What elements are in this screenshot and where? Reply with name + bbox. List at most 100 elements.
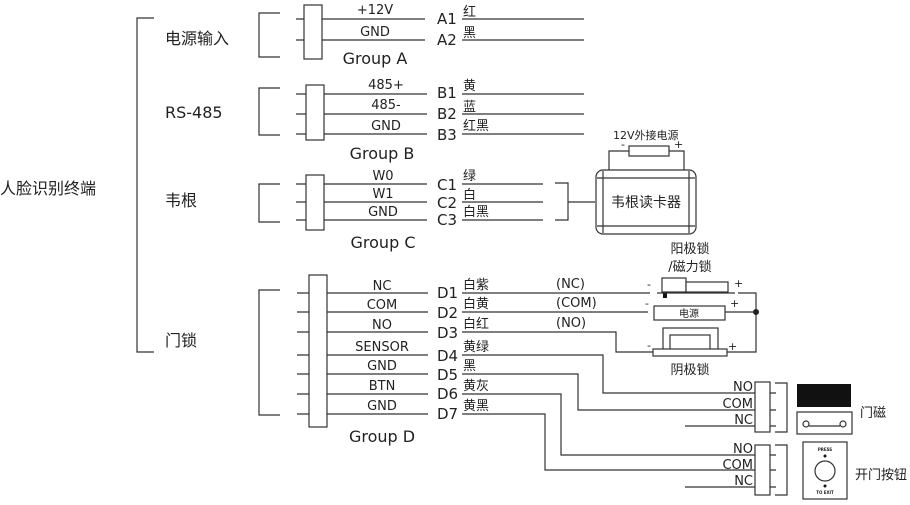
sensor-terminal-block	[754, 381, 771, 433]
pin-code: C2	[437, 194, 457, 212]
pin-code: D4	[437, 347, 458, 365]
reader-box	[595, 169, 697, 235]
reader-power-label: 12V外接电源	[613, 128, 679, 142]
group-b-title: RS-485	[165, 103, 223, 122]
pin-signal: GND	[368, 205, 398, 220]
anode-lock-label: 阳极锁	[670, 241, 709, 257]
pin-label: COM	[722, 458, 753, 473]
pin-code: A2	[437, 31, 457, 49]
wire-color: 绿	[463, 169, 476, 184]
wire-color: 白	[463, 187, 476, 203]
pin-signal: W1	[372, 187, 393, 202]
group-label: Group B	[350, 144, 415, 163]
terminal-block-a	[303, 4, 323, 60]
door-sensor-label: 门磁	[860, 406, 886, 421]
wiegand-reader: 12V外接电源 - + 韦根读卡器	[595, 128, 697, 235]
pin-signal: GND	[371, 119, 401, 134]
pin-label: NC	[734, 413, 753, 428]
wire-color: 黑	[463, 359, 476, 374]
plus-sign: +	[728, 340, 737, 353]
pin-code: A1	[437, 10, 457, 28]
pin-label: NO	[733, 380, 753, 395]
wire-color: 黄灰	[463, 379, 489, 394]
pin-code: D6	[437, 385, 458, 403]
pin-code: C3	[437, 211, 457, 229]
button-terminal-block	[754, 444, 771, 496]
cathode-lock-icon	[652, 327, 728, 357]
wire-color: 红	[463, 4, 476, 20]
pin-code: B2	[437, 105, 457, 123]
plus-sign: +	[674, 138, 683, 151]
lock-wiring: (NC) (COM) (NO) 阳极锁 /磁力锁 - + 电源 - + - + …	[556, 241, 759, 378]
com-label: (COM)	[556, 296, 597, 311]
pin-code: C1	[437, 176, 457, 194]
pin-signal: GND	[367, 399, 397, 414]
minus-sign: -	[647, 278, 651, 291]
group-a-title: 电源输入	[165, 29, 229, 48]
group-c-title: 韦根	[165, 191, 197, 210]
pin-signal: NO	[372, 318, 392, 333]
no-label: (NO)	[556, 316, 586, 331]
pin-signal: NC	[373, 279, 392, 294]
terminal-label: 人脸识别终端	[0, 179, 96, 198]
door-sensor: NO COM NC 门磁	[722, 380, 886, 435]
group-c: 韦根 W0 W1 GND C1 C2 C3 绿 白 白黑 Group C	[165, 169, 595, 252]
pin-signal: SENSOR	[355, 340, 409, 355]
pin-signal: +12V	[357, 3, 393, 18]
pin-code: D3	[437, 324, 458, 342]
button-icon	[814, 460, 836, 482]
terminal-block-d	[308, 274, 328, 428]
group-label: Group D	[349, 427, 415, 446]
pin-signal: BTN	[369, 379, 396, 394]
main-bracket	[136, 17, 154, 353]
minus-sign: -	[621, 138, 625, 151]
wire-color: 白黑	[463, 204, 489, 220]
power-supply-label: 电源	[679, 307, 699, 320]
group-label: Group C	[351, 233, 416, 252]
magnet-icon	[797, 384, 851, 407]
anode-lock-icon	[657, 277, 735, 298]
pin-label: COM	[722, 397, 753, 412]
pin-code: D1	[437, 284, 458, 302]
junction-dot	[753, 309, 759, 315]
group-a: 电源输入 +12V GND A1 A2 红 黑 Group A	[165, 3, 584, 68]
power-supply-box	[653, 305, 726, 321]
wire-color: 黄绿	[463, 340, 489, 355]
plus-sign: +	[734, 277, 743, 290]
pin-code: D5	[437, 366, 458, 384]
group-label: Group A	[343, 49, 408, 68]
pin-signal: 485-	[371, 98, 401, 113]
pin-signal: 485+	[368, 78, 404, 93]
pin-signal: GND	[367, 359, 397, 374]
wire-color: 黄黑	[463, 399, 489, 414]
group-d-title: 门锁	[165, 331, 197, 350]
pin-label: NO	[733, 442, 753, 457]
minus-sign: -	[645, 297, 649, 310]
wire-color: 红黑	[463, 118, 489, 134]
group-b: RS-485 485+ 485- GND B1 B2 B3 黄 蓝 红黑 Gro…	[165, 78, 584, 163]
wire-color: 黄	[463, 79, 476, 94]
reader-label: 韦根读卡器	[611, 194, 681, 211]
wire-color: 白黄	[463, 296, 489, 312]
wire-color: 白紫	[463, 277, 489, 293]
sensor-icon	[796, 411, 853, 435]
press-text: PRESS	[818, 447, 832, 452]
terminal-block-b	[305, 84, 325, 141]
pin-code: D2	[437, 304, 458, 322]
minus-sign: -	[647, 339, 651, 352]
exit-button: NO COM NC PRESS TO EXIT 开门按钮	[722, 441, 907, 500]
nc-label: (NC)	[556, 277, 585, 292]
pin-signal: COM	[367, 298, 398, 313]
cathode-lock-label: 阴极锁	[670, 362, 709, 378]
wire-color: 黑	[463, 26, 476, 41]
pin-code: D7	[437, 405, 458, 423]
pin-code: B1	[437, 84, 457, 102]
mag-lock-label: /磁力锁	[668, 259, 711, 275]
terminal-block-c	[305, 174, 325, 231]
pin-signal: W0	[372, 169, 393, 184]
wire-color: 白红	[463, 316, 489, 332]
to-exit-text: TO EXIT	[816, 490, 834, 495]
exit-button-label: 开门按钮	[855, 468, 907, 483]
group-d: 门锁 NC COM NO SENSOR GND BTN GND D1 D2 D3…	[165, 274, 755, 488]
